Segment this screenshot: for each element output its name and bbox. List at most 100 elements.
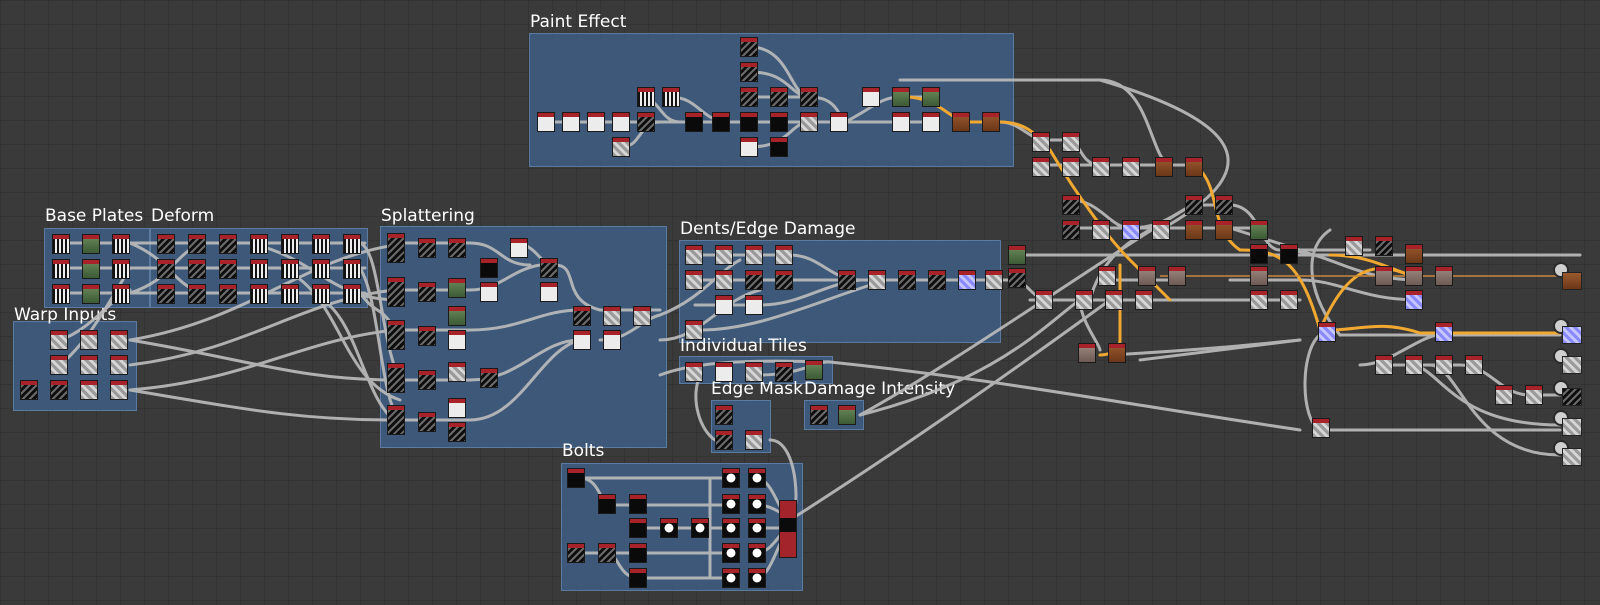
node-material[interactable] [1122, 220, 1140, 240]
node-paint[interactable] [770, 112, 788, 132]
node-paint[interactable] [740, 87, 758, 107]
node-warp-input[interactable] [110, 330, 128, 350]
node-material[interactable] [1032, 157, 1050, 177]
node-splatter[interactable] [387, 363, 405, 393]
node-splatter[interactable] [540, 258, 558, 278]
node-material[interactable] [1280, 290, 1298, 310]
node-paint[interactable] [892, 112, 910, 132]
node-splatter[interactable] [448, 238, 466, 258]
node-paint[interactable] [537, 112, 555, 132]
node-dents[interactable] [898, 270, 916, 290]
node-warp-input[interactable] [110, 380, 128, 400]
node-paint[interactable] [800, 112, 818, 132]
node-paint[interactable] [685, 112, 703, 132]
node-material[interactable] [1035, 290, 1053, 310]
node-material[interactable] [1122, 157, 1140, 177]
node-paint[interactable] [612, 137, 630, 157]
node-material[interactable] [1405, 355, 1423, 375]
node-deform[interactable] [157, 234, 175, 254]
node-splatter[interactable] [540, 282, 558, 302]
node-paint[interactable] [587, 112, 605, 132]
node-material[interactable] [1138, 266, 1156, 286]
node-splatter[interactable] [448, 330, 466, 350]
node-deform[interactable] [343, 234, 361, 254]
node-paint[interactable] [612, 112, 630, 132]
node-material[interactable] [1495, 385, 1513, 405]
node-deform[interactable] [281, 234, 299, 254]
node-dents[interactable] [775, 245, 793, 265]
node-material[interactable] [1075, 290, 1093, 310]
node-tile[interactable] [715, 362, 733, 382]
node-material[interactable] [1032, 132, 1050, 152]
node-deform[interactable] [219, 259, 237, 279]
node-splatter[interactable] [448, 362, 466, 382]
node-base-plate[interactable] [112, 284, 130, 304]
node-splatter[interactable] [480, 282, 498, 302]
node-bolt[interactable] [722, 494, 740, 514]
node-paint[interactable] [830, 112, 848, 132]
node-bolt[interactable] [567, 468, 585, 488]
node-base-plate[interactable] [52, 284, 70, 304]
node-warp-input[interactable] [20, 380, 38, 400]
node-dents[interactable] [715, 295, 733, 315]
node-splatter[interactable] [480, 258, 498, 278]
node-paint[interactable] [770, 87, 788, 107]
node-material[interactable] [1215, 195, 1233, 215]
node-deform[interactable] [343, 259, 361, 279]
node-bolt[interactable] [629, 494, 647, 514]
node-base-plate[interactable] [112, 234, 130, 254]
node-material[interactable] [1345, 236, 1363, 256]
node-paint[interactable] [740, 62, 758, 82]
node-deform[interactable] [250, 234, 268, 254]
node-dents[interactable] [685, 320, 703, 340]
node-material[interactable] [1185, 220, 1203, 240]
node-material[interactable] [1062, 195, 1080, 215]
node-tile[interactable] [775, 362, 793, 382]
node-paint[interactable] [800, 87, 818, 107]
node-deform[interactable] [281, 284, 299, 304]
node-base-plate[interactable] [82, 234, 100, 254]
node-splatter[interactable] [418, 412, 436, 432]
node-bolt[interactable] [748, 568, 766, 588]
node-material[interactable] [1465, 355, 1483, 375]
node-dents[interactable] [838, 270, 856, 290]
node-splatter[interactable] [573, 306, 591, 326]
node-dents[interactable] [745, 245, 763, 265]
node-bolt[interactable] [748, 494, 766, 514]
node-splatter[interactable] [387, 277, 405, 307]
node-deform[interactable] [250, 284, 268, 304]
node-deform[interactable] [343, 284, 361, 304]
node-deform[interactable] [312, 284, 330, 304]
node-material[interactable] [1155, 157, 1173, 177]
node-material[interactable] [1185, 157, 1203, 177]
node-splatter[interactable] [387, 405, 405, 435]
node-splatter[interactable] [633, 306, 651, 326]
node-dents[interactable] [715, 270, 733, 290]
node-material[interactable] [1435, 355, 1453, 375]
node-deform[interactable] [157, 259, 175, 279]
node-edge-mask[interactable] [715, 430, 733, 450]
node-deform[interactable] [188, 234, 206, 254]
node-splatter[interactable] [448, 398, 466, 418]
node-material[interactable] [1062, 132, 1080, 152]
node-deform[interactable] [188, 284, 206, 304]
node-bolt[interactable] [598, 494, 616, 514]
node-paint[interactable] [922, 112, 940, 132]
node-tile[interactable] [805, 360, 823, 380]
node-splatter[interactable] [603, 306, 621, 326]
node-bolt[interactable] [629, 518, 647, 538]
node-paint[interactable] [740, 112, 758, 132]
node-splatter[interactable] [448, 278, 466, 298]
node-damage-intensity[interactable] [838, 405, 856, 425]
node-splatter[interactable] [418, 370, 436, 390]
node-material[interactable] [1092, 220, 1110, 240]
node-edge-mask[interactable] [745, 430, 763, 450]
node-splatter[interactable] [387, 233, 405, 263]
node-edge-mask[interactable] [715, 405, 733, 425]
node-dents[interactable] [868, 270, 886, 290]
node-dents[interactable] [715, 245, 733, 265]
node-warp-input[interactable] [50, 355, 68, 375]
node-paint[interactable] [637, 112, 655, 132]
node-bolt[interactable] [722, 568, 740, 588]
node-deform[interactable] [188, 259, 206, 279]
